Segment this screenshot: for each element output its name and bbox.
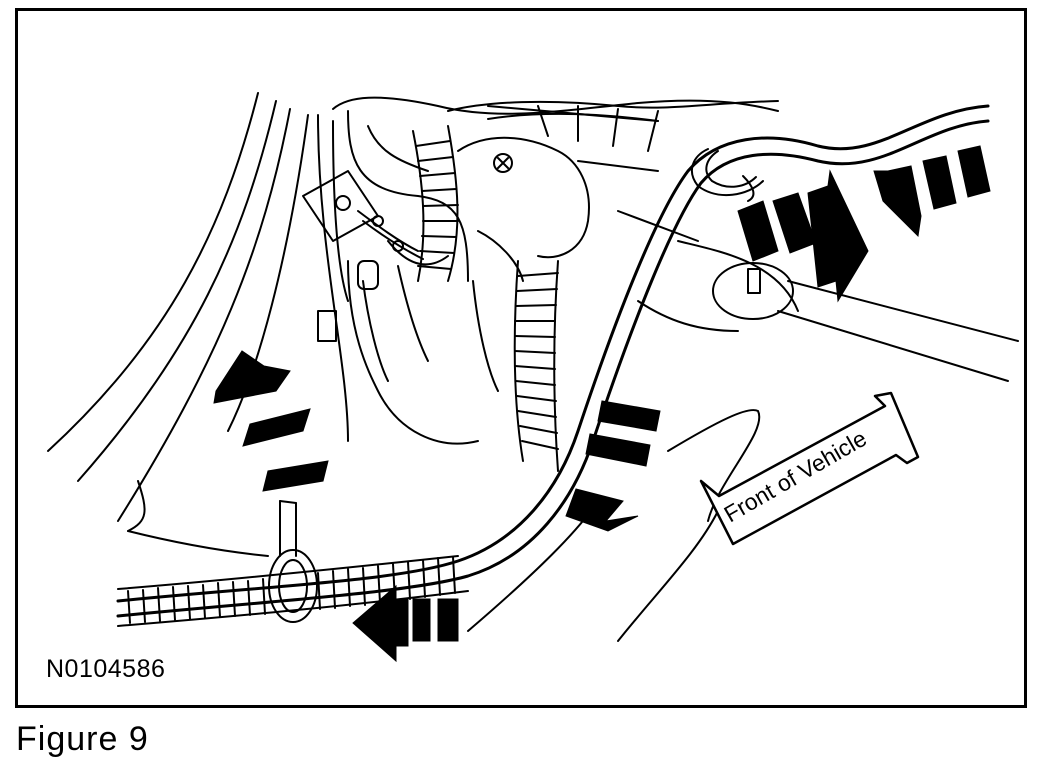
arrow-left-icon: [352, 584, 459, 663]
body-panel-outline: [47, 92, 349, 557]
figure-frame: Front of Vehicle N0104586: [15, 8, 1027, 708]
direction-label-layer: Front of Vehicle: [720, 425, 871, 527]
figure-reference-code: N0104586: [46, 655, 166, 683]
arrow-down-right-icon: [737, 169, 869, 303]
upper-structure: [332, 96, 779, 302]
figure-caption: Figure 9: [16, 720, 149, 758]
wiring-harness-illustration: [47, 92, 1019, 663]
arrow-left-up-icon: [873, 145, 991, 238]
arrow-up-left-icon: [213, 350, 329, 492]
bracket-connector: [302, 170, 449, 266]
arrow-down-left-icon: [565, 400, 661, 532]
mounting-stud: [637, 240, 1019, 382]
main-wire: [116, 104, 990, 618]
direction-arrow-icon: [699, 391, 920, 546]
upper-clip: [690, 148, 764, 202]
middle-loom: [513, 260, 559, 472]
vertical-loom: [412, 125, 459, 282]
direction-label: Front of Vehicle: [720, 425, 871, 527]
central-fixture: [317, 136, 590, 445]
